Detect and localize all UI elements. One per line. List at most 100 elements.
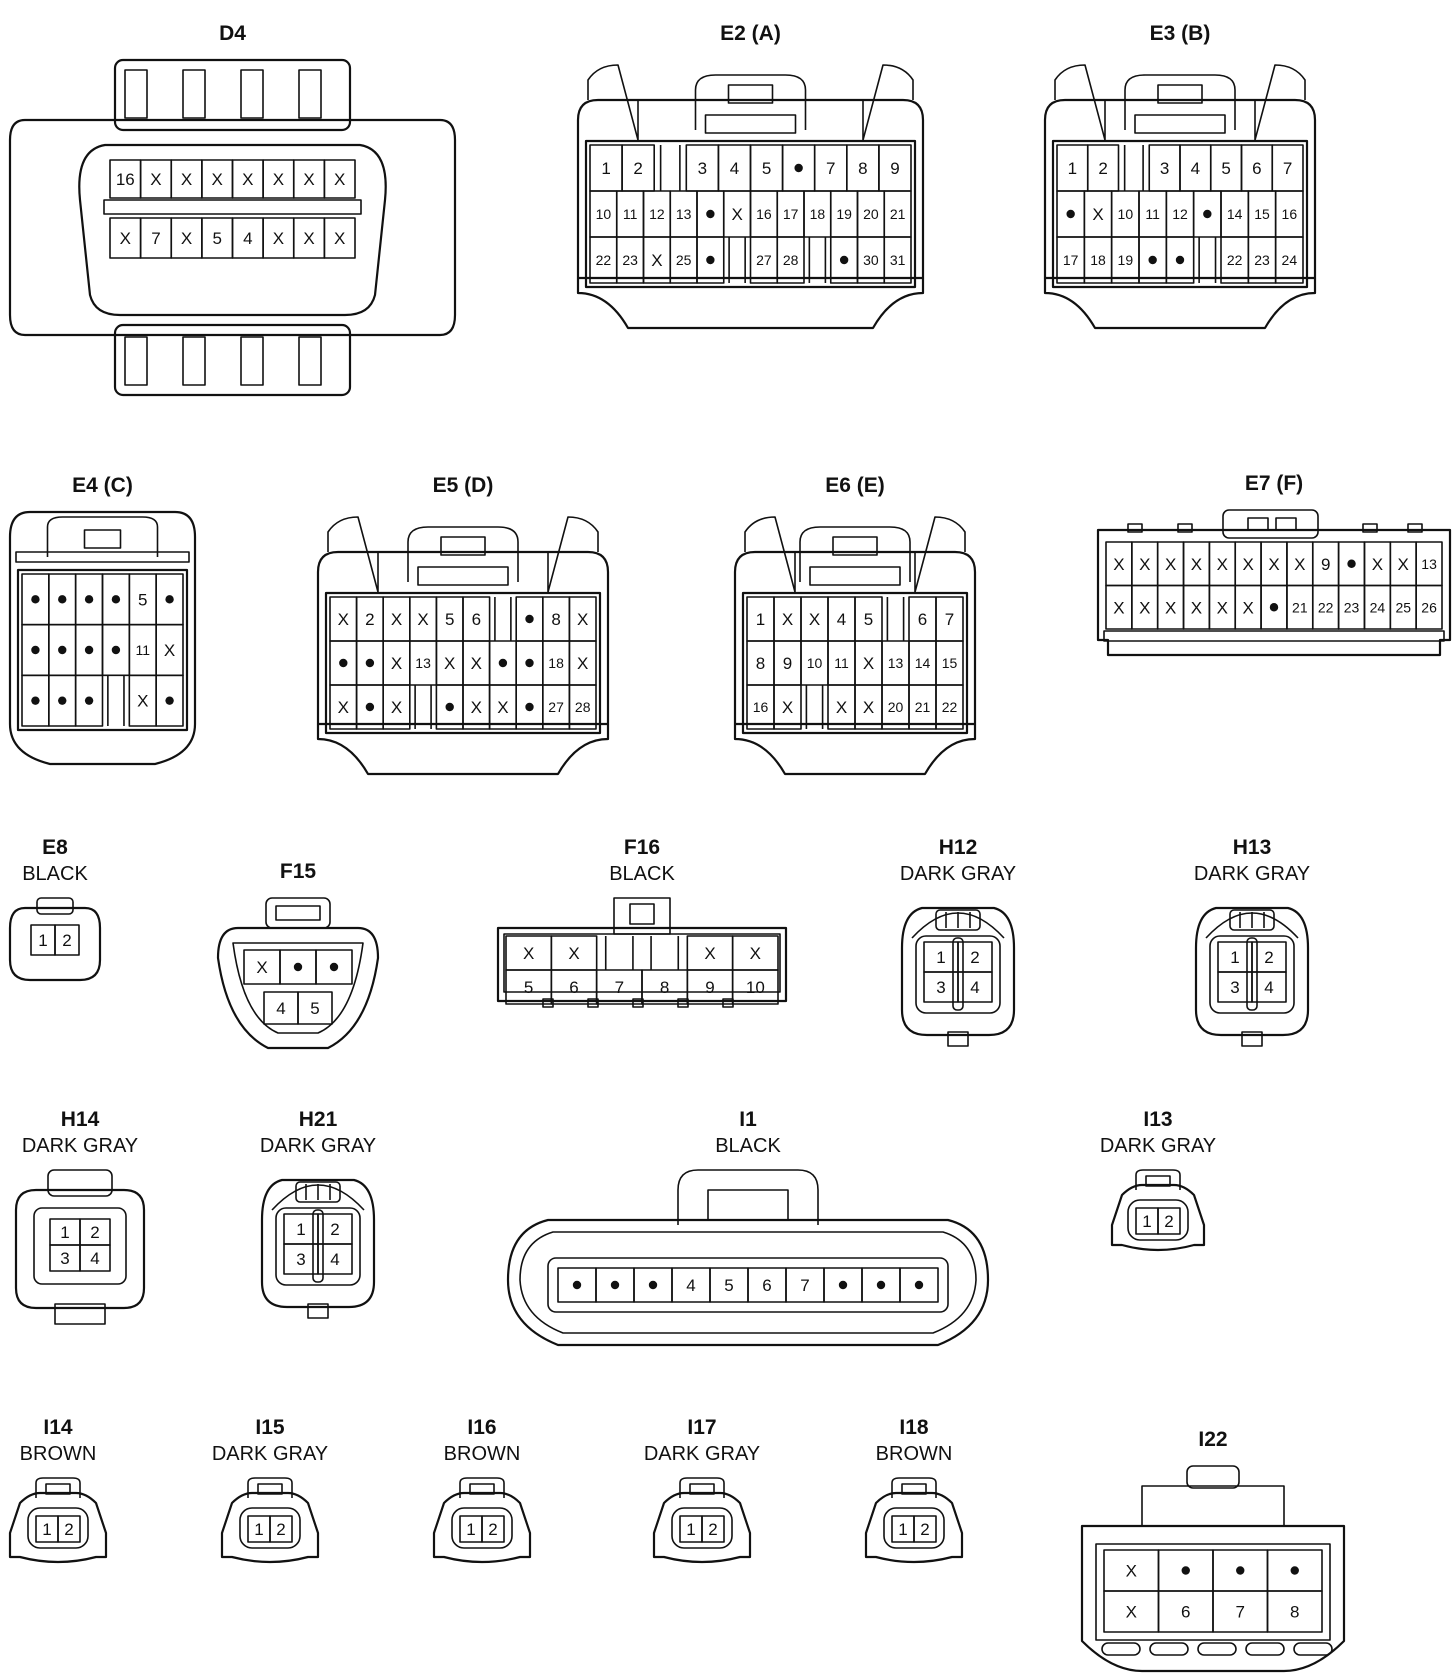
housing bbox=[1043, 98, 1317, 280]
housing bbox=[576, 98, 925, 280]
lock-tab bbox=[1157, 84, 1203, 104]
pin-label: 6 bbox=[472, 610, 481, 629]
connector-label: E6 (E) bbox=[825, 474, 885, 497]
housing bbox=[8, 510, 197, 766]
housing bbox=[220, 1491, 320, 1564]
pin-frame bbox=[239, 1507, 301, 1549]
pin-cell bbox=[317, 1243, 353, 1275]
pin-label: 31 bbox=[890, 252, 906, 268]
pin-label: 5 bbox=[864, 610, 873, 629]
lock-tab bbox=[1247, 517, 1269, 531]
pin-dot bbox=[445, 702, 454, 712]
lock-ribs bbox=[305, 1184, 331, 1200]
housing-skirt bbox=[316, 724, 610, 776]
foot bbox=[542, 998, 554, 1008]
lock-latch bbox=[35, 1477, 81, 1498]
latch-clip bbox=[298, 69, 322, 119]
lock-latch bbox=[1222, 509, 1319, 539]
pin-gap bbox=[414, 685, 432, 729]
pin-label: 21 bbox=[915, 699, 931, 715]
pin-cell bbox=[776, 236, 805, 284]
latch-ear bbox=[862, 64, 914, 141]
pin-cell bbox=[54, 924, 80, 956]
pin-gap bbox=[805, 685, 824, 729]
connector-label: I15 bbox=[255, 1416, 285, 1439]
center-key bbox=[103, 199, 362, 215]
latch-ear bbox=[327, 516, 379, 593]
pin-label: 7 bbox=[1236, 1603, 1245, 1622]
pin-label: X bbox=[303, 229, 314, 248]
pin-label: 2 bbox=[62, 931, 71, 950]
pin-label: X bbox=[809, 610, 820, 629]
pin-label: 22 bbox=[596, 252, 612, 268]
pin-label: 4 bbox=[330, 1250, 339, 1269]
lock-tab bbox=[1145, 1175, 1171, 1187]
pin-label: X bbox=[334, 229, 345, 248]
housing bbox=[14, 1188, 146, 1310]
key-rib bbox=[1246, 937, 1258, 1011]
pin-dot bbox=[165, 696, 174, 705]
housing bbox=[733, 550, 977, 726]
pin-dot bbox=[1203, 209, 1212, 219]
pin-label: 1 bbox=[898, 1520, 907, 1539]
latch-ear bbox=[914, 516, 966, 593]
pin-dot bbox=[31, 696, 40, 705]
housing-skirt bbox=[1043, 278, 1317, 330]
connector-color: BROWN bbox=[444, 1443, 521, 1465]
pin-label: 5 bbox=[724, 1276, 733, 1295]
connector-label: E5 (D) bbox=[433, 474, 494, 497]
pin-label: 13 bbox=[415, 655, 431, 671]
foot bbox=[677, 998, 689, 1008]
pin-dot bbox=[365, 702, 375, 712]
pin-cell bbox=[696, 236, 725, 284]
pin-frame bbox=[324, 591, 602, 735]
pin-label: 18 bbox=[1090, 252, 1106, 268]
lock-bar bbox=[15, 551, 190, 563]
pin-dot bbox=[58, 595, 67, 604]
pin-cell bbox=[913, 1515, 937, 1543]
connector-color: DARK GRAY bbox=[212, 1443, 328, 1465]
pin-label: 16 bbox=[1282, 206, 1298, 222]
pin-label: 3 bbox=[296, 1250, 305, 1269]
lock-tab bbox=[832, 536, 878, 556]
pin-dot bbox=[525, 614, 534, 624]
latch-ear bbox=[744, 516, 796, 593]
lock-tab bbox=[36, 897, 74, 915]
pin-dot bbox=[706, 255, 715, 265]
pin-label: X bbox=[444, 654, 455, 673]
pin-label: 9 bbox=[783, 654, 792, 673]
connector-label: E2 (A) bbox=[720, 22, 781, 45]
pin-frame bbox=[27, 1507, 89, 1549]
pin-frame bbox=[33, 1207, 127, 1285]
pin-label: 1 bbox=[60, 1223, 69, 1242]
pin-label: X bbox=[1113, 598, 1124, 617]
pin-gap bbox=[650, 936, 680, 970]
pin-dot bbox=[706, 209, 715, 219]
pin-cell bbox=[481, 1515, 505, 1543]
pin-label: 28 bbox=[783, 252, 799, 268]
connector-color: BROWN bbox=[876, 1443, 953, 1465]
pin-label: 1 bbox=[1068, 159, 1077, 178]
pin-dot bbox=[293, 962, 303, 972]
foot bbox=[632, 998, 644, 1008]
pin-gap bbox=[659, 145, 681, 191]
pin-label: 22 bbox=[942, 699, 958, 715]
key-rib bbox=[952, 937, 964, 1011]
pin-label: 8 bbox=[660, 978, 669, 997]
pin-label: 3 bbox=[60, 1249, 69, 1268]
connector-label: E3 (B) bbox=[1150, 22, 1211, 45]
foot bbox=[1197, 1642, 1237, 1656]
lock-tab bbox=[1229, 909, 1275, 931]
pin-label: 23 bbox=[1254, 252, 1270, 268]
pin-label: 5 bbox=[445, 610, 454, 629]
pin-label: X bbox=[651, 251, 662, 270]
lock-tab bbox=[689, 1483, 715, 1495]
pin-frame bbox=[671, 1507, 733, 1549]
pin-label: 7 bbox=[800, 1276, 809, 1295]
pin-cell bbox=[899, 1267, 939, 1303]
